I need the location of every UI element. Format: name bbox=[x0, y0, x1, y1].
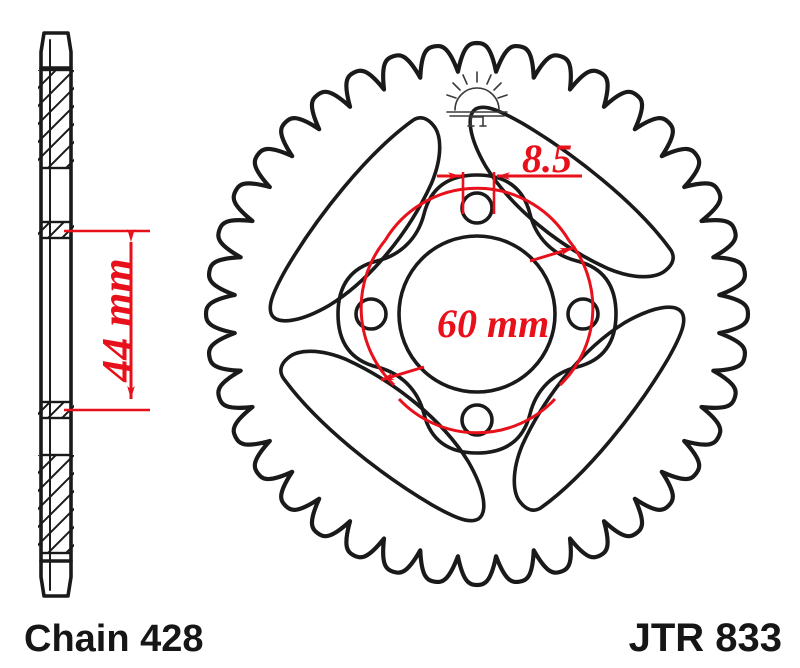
chain-caption: Chain 428 bbox=[24, 618, 204, 660]
sprocket-gear-ring bbox=[203, 40, 751, 588]
bolt-circle-arc-left bbox=[359, 239, 396, 387]
dim-60-label: 60 mm bbox=[437, 301, 549, 346]
bolt-circle-arc-upper bbox=[383, 186, 571, 242]
bolt-circle-arc-right bbox=[558, 239, 595, 387]
dim-44-label: 44 mm bbox=[93, 258, 142, 382]
dim-60-arrow-left bbox=[380, 365, 425, 382]
part-number-caption: JTR 833 bbox=[629, 616, 782, 660]
lightening-holes bbox=[268, 105, 686, 523]
bolt-hole-top bbox=[460, 191, 494, 225]
side-view-bottom-hatch-block bbox=[38, 453, 74, 555]
lightening-hole-upper-left bbox=[268, 116, 442, 323]
dim-85-label: 8.5 bbox=[522, 136, 572, 181]
lightening-hole-lower-right bbox=[512, 305, 686, 512]
dim-60-arrow-right bbox=[529, 246, 574, 263]
bolt-circle-arc-lower bbox=[397, 397, 557, 435]
hub-outline bbox=[336, 173, 618, 455]
sunburst-icon bbox=[446, 71, 508, 127]
bolt-hole-left bbox=[354, 297, 388, 331]
dimension-44mm: 44 mm bbox=[64, 229, 150, 412]
dimension-8-5: 8.5 bbox=[437, 136, 582, 214]
dimension-60mm: 60 mm bbox=[359, 186, 595, 435]
bolt-hole-bottom bbox=[460, 403, 494, 437]
centre-bore bbox=[397, 234, 557, 394]
lightening-hole-lower-left bbox=[279, 349, 486, 523]
bolt-hole-right bbox=[566, 297, 600, 331]
face-view bbox=[203, 40, 751, 588]
lightening-hole-upper-right bbox=[468, 105, 675, 279]
